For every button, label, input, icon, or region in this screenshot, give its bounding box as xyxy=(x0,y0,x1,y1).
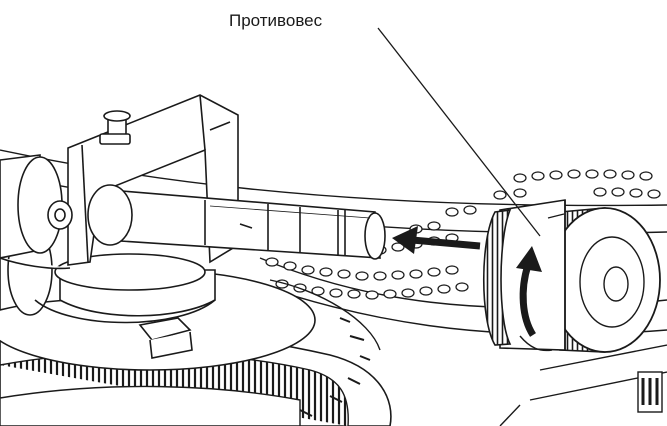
slide-arrow xyxy=(392,226,481,254)
counterweight xyxy=(482,199,661,353)
base-plate xyxy=(499,344,667,426)
callout-leader-line xyxy=(377,27,541,237)
rotate-arrow xyxy=(516,246,542,337)
tonearm-tube xyxy=(87,184,386,260)
counterweight-callout-label: Противовес xyxy=(229,11,323,30)
headshell xyxy=(0,154,73,270)
